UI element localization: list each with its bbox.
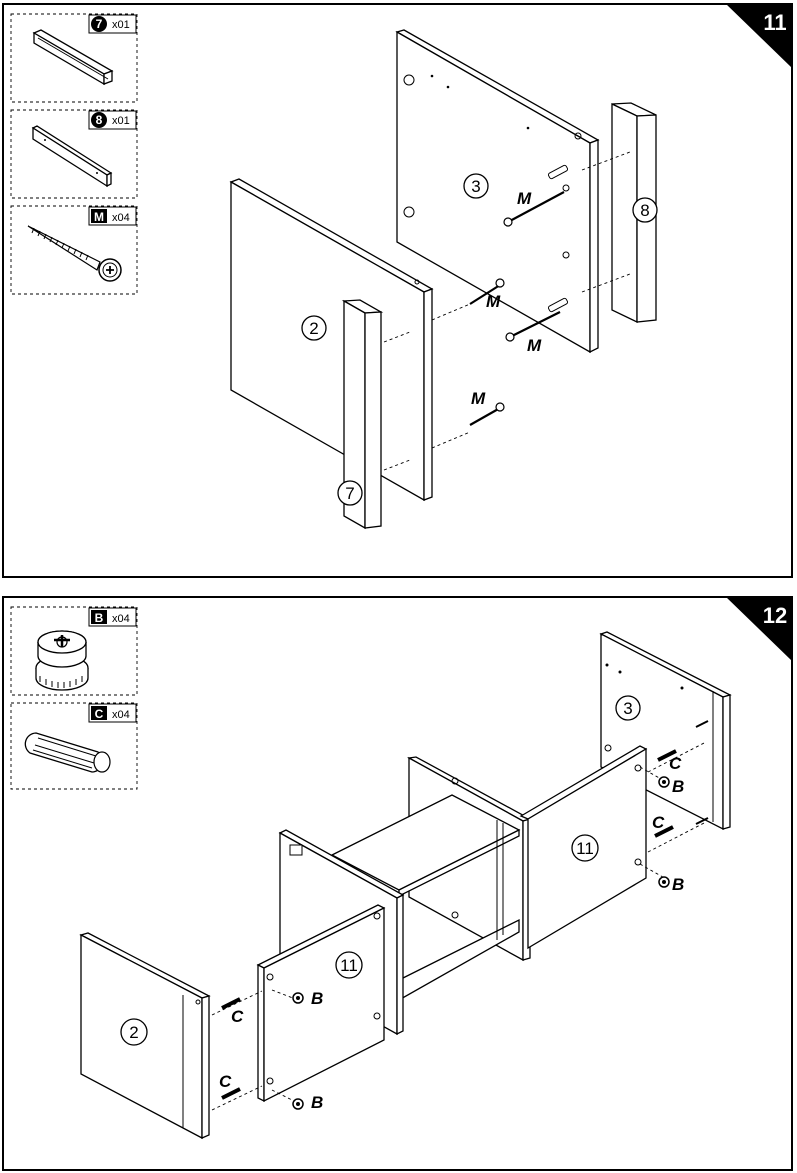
badge-b-icon — [91, 610, 107, 624]
screw-m-3: M — [505, 311, 561, 355]
part-label-2b-circle — [120, 1018, 148, 1046]
panel-3-end: 3 — [599, 631, 732, 831]
screw-m-drawing — [27, 225, 122, 282]
part-box-8 — [10, 109, 138, 199]
part-label-11a-circle — [335, 951, 363, 979]
step-11-number: 11 — [763, 10, 786, 35]
rail-8-drawing — [31, 125, 113, 188]
badge-c-icon — [91, 706, 107, 720]
screw-m-1: M — [503, 189, 565, 227]
step-12-hardware: C C C C B B — [219, 720, 709, 1112]
dowel-c-1: C — [221, 997, 244, 1026]
step-12-corner — [726, 597, 792, 661]
part-label-3b: 3 — [623, 699, 632, 718]
step-11-corner — [726, 4, 792, 68]
dowel-c-2: C — [219, 1072, 241, 1100]
part-box-m — [10, 205, 138, 295]
box-rails — [330, 794, 521, 1002]
cam-lock-b-drawing — [35, 630, 89, 691]
badge-8-icon — [91, 112, 107, 128]
svg-text:M: M — [527, 336, 542, 355]
panel-2-end: 2 — [79, 932, 211, 1140]
badge-7-icon — [91, 16, 107, 32]
badge-8-qty: x01 — [112, 115, 130, 127]
badge-b-id: B — [95, 611, 104, 625]
svg-text:M: M — [517, 189, 532, 208]
badge-c-qty: x04 — [112, 709, 130, 721]
step-11-screws: M M M M — [469, 189, 565, 426]
panel-3: 3 — [395, 29, 600, 354]
parts-list-step-12: B x04 C x04 — [10, 606, 138, 790]
svg-text:C: C — [231, 1007, 244, 1026]
part-label-2b: 2 — [129, 1023, 138, 1042]
parts-list-step-11: 7 x01 8 x01 M — [10, 13, 138, 295]
part-label-11a: 11 — [340, 956, 358, 975]
part-label-11b: 11 — [576, 839, 594, 858]
screw-m-4: M — [469, 389, 505, 426]
dowel-c-drawing — [24, 732, 111, 773]
badge-m-qty: x04 — [112, 212, 130, 224]
panel-11-right: 11 — [519, 745, 648, 950]
part-box-b — [10, 606, 138, 696]
part-label-11b-circle — [571, 834, 599, 862]
rail-7-drawing — [32, 29, 114, 86]
rail-8: 8 — [611, 102, 658, 324]
svg-text:M: M — [471, 389, 486, 408]
cam-lock-b-2: B — [292, 1093, 323, 1112]
screw-m-2: M — [469, 278, 505, 311]
svg-text:B: B — [311, 989, 323, 1008]
step-11-guide-left — [431, 303, 471, 449]
svg-text:B: B — [672, 777, 684, 796]
part-label-2: 2 — [309, 319, 318, 338]
badge-m-id: M — [94, 210, 104, 224]
part-label-3-circle — [463, 173, 489, 199]
part-label-8-circle — [632, 197, 658, 223]
step-11-dowels — [547, 164, 569, 313]
part-label-2-circle — [301, 315, 327, 341]
badge-m-icon — [91, 209, 107, 223]
badge-b-qty: x04 — [112, 613, 130, 625]
svg-text:C: C — [652, 813, 665, 832]
rail-7: 7 — [337, 299, 384, 530]
cam-lock-b-1: B — [292, 989, 323, 1008]
svg-text:C: C — [219, 1072, 232, 1091]
badge-7-qty: x01 — [112, 19, 130, 31]
badge-7-id: 7 — [96, 17, 103, 31]
step-11-guide-right — [581, 151, 631, 293]
svg-text:B: B — [672, 875, 684, 894]
dowel-c-3: C — [657, 749, 682, 773]
svg-text:B: B — [311, 1093, 323, 1112]
badge-c-id: C — [95, 707, 104, 721]
badge-8-id: 8 — [96, 113, 103, 127]
part-box-c — [10, 702, 138, 790]
cam-lock-b-4: B — [658, 875, 684, 894]
svg-text:C: C — [669, 754, 682, 773]
part-label-7: 7 — [345, 484, 354, 503]
step-12-guides — [211, 741, 707, 1111]
part-label-3b-circle — [615, 695, 641, 721]
cam-lock-b-3: B — [658, 776, 684, 796]
step-12-panel: 12 B x04 C x04 — [2, 596, 793, 1171]
part-label-3: 3 — [471, 177, 480, 196]
part-label-8: 8 — [640, 201, 649, 220]
panel-11-left: 11 — [256, 829, 405, 1103]
dowel-c-4: C — [652, 813, 674, 838]
end-dowels — [695, 720, 709, 825]
step-11-panel: 11 7 x01 8 x01 — [2, 3, 793, 578]
part-label-7-circle — [337, 480, 363, 506]
step-12-number: 12 — [763, 603, 787, 628]
part-box-7 — [10, 13, 138, 103]
svg-text:M: M — [486, 292, 501, 311]
